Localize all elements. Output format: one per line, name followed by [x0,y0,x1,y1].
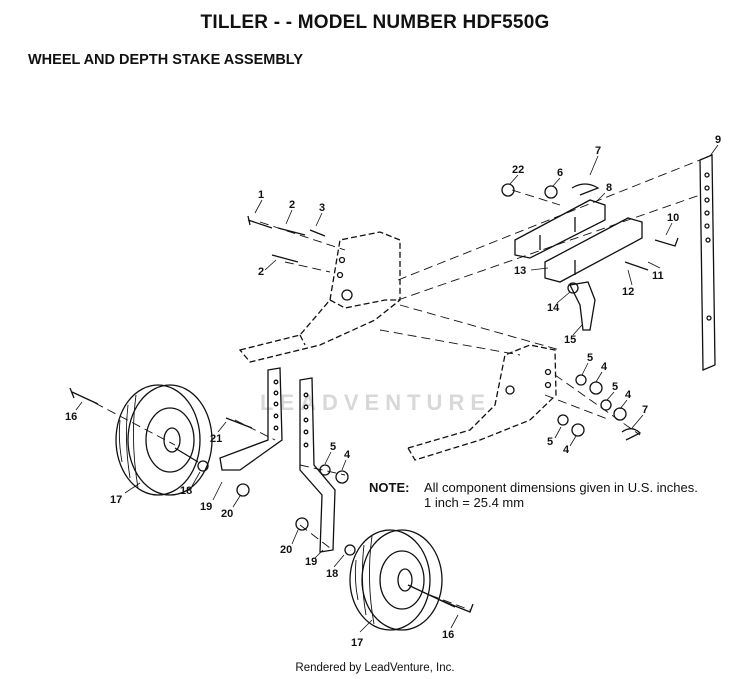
callout-4: 4 [344,449,351,461]
callout-3: 3 [319,202,325,214]
callout-22: 22 [512,164,524,176]
bolt-2b [271,254,299,263]
callout-2: 2 [258,266,264,278]
right-wheel [349,529,443,631]
note-label: NOTE: [369,480,410,495]
page-title: TILLER - - MODEL NUMBER HDF550G [200,12,550,33]
callout-5: 5 [612,381,618,393]
bolt-3 [309,229,326,237]
callout-4: 4 [625,389,632,401]
callout-5: 5 [330,441,336,453]
left-wheel-arm [219,367,283,471]
watermark: LEADVENTURE [260,390,492,415]
callout-6: 6 [557,167,563,179]
callout-4: 4 [563,444,570,456]
left-wheel [115,384,213,496]
callout-16: 16 [65,411,77,423]
plate-8 [514,199,606,259]
bolt-11 [624,261,649,271]
callout-7: 7 [642,404,648,416]
callout-20: 20 [221,508,233,520]
callout-9: 9 [715,134,721,146]
left-bracket-plate [238,231,401,363]
callout-8: 8 [606,182,612,194]
bolt-10 [654,237,679,247]
callout-18: 18 [180,485,192,497]
callout-18: 18 [326,568,338,580]
callout-7: 7 [595,145,601,157]
hairpin-7-bottom [621,428,642,441]
page-subtitle: WHEEL AND DEPTH STAKE ASSEMBLY [28,52,303,68]
right-wheel-arm [299,377,336,553]
callout-13: 13 [514,265,526,277]
callout-5: 5 [547,436,553,448]
callout-10: 10 [667,212,679,224]
bolt-21 [225,417,253,429]
bolt-2a [277,227,306,236]
callout-15: 15 [564,334,576,346]
callout-14: 14 [547,302,560,314]
depth-stake [699,154,716,371]
note-line-1: All component dimensions given in U.S. i… [424,480,698,495]
bolt-1 [247,215,273,229]
plate-13 [544,217,643,283]
callout-12: 12 [622,286,634,298]
callout-2: 2 [289,199,295,211]
callout-19: 19 [305,556,317,568]
callout-5: 5 [587,352,593,364]
bolt-16-right [439,599,474,613]
callout-4: 4 [601,361,608,373]
callout-20: 20 [280,544,292,556]
callout-19: 19 [200,501,212,513]
callout-1: 1 [258,189,264,201]
bolt-16-left [69,387,99,405]
note-text: All component dimensions given in U.S. i… [424,480,698,510]
callout-17: 17 [110,494,122,506]
callout-17: 17 [351,637,363,649]
callout-16: 16 [442,629,454,641]
note-line-2: 1 inch = 25.4 mm [424,495,525,510]
right-bracket-plate [407,344,557,461]
callout-11: 11 [652,270,664,282]
footer-credit: Rendered by LeadVenture, Inc. [295,662,455,674]
hairpin-7-top [571,183,600,196]
callout-21: 21 [210,433,222,445]
lever-pin [569,281,596,331]
